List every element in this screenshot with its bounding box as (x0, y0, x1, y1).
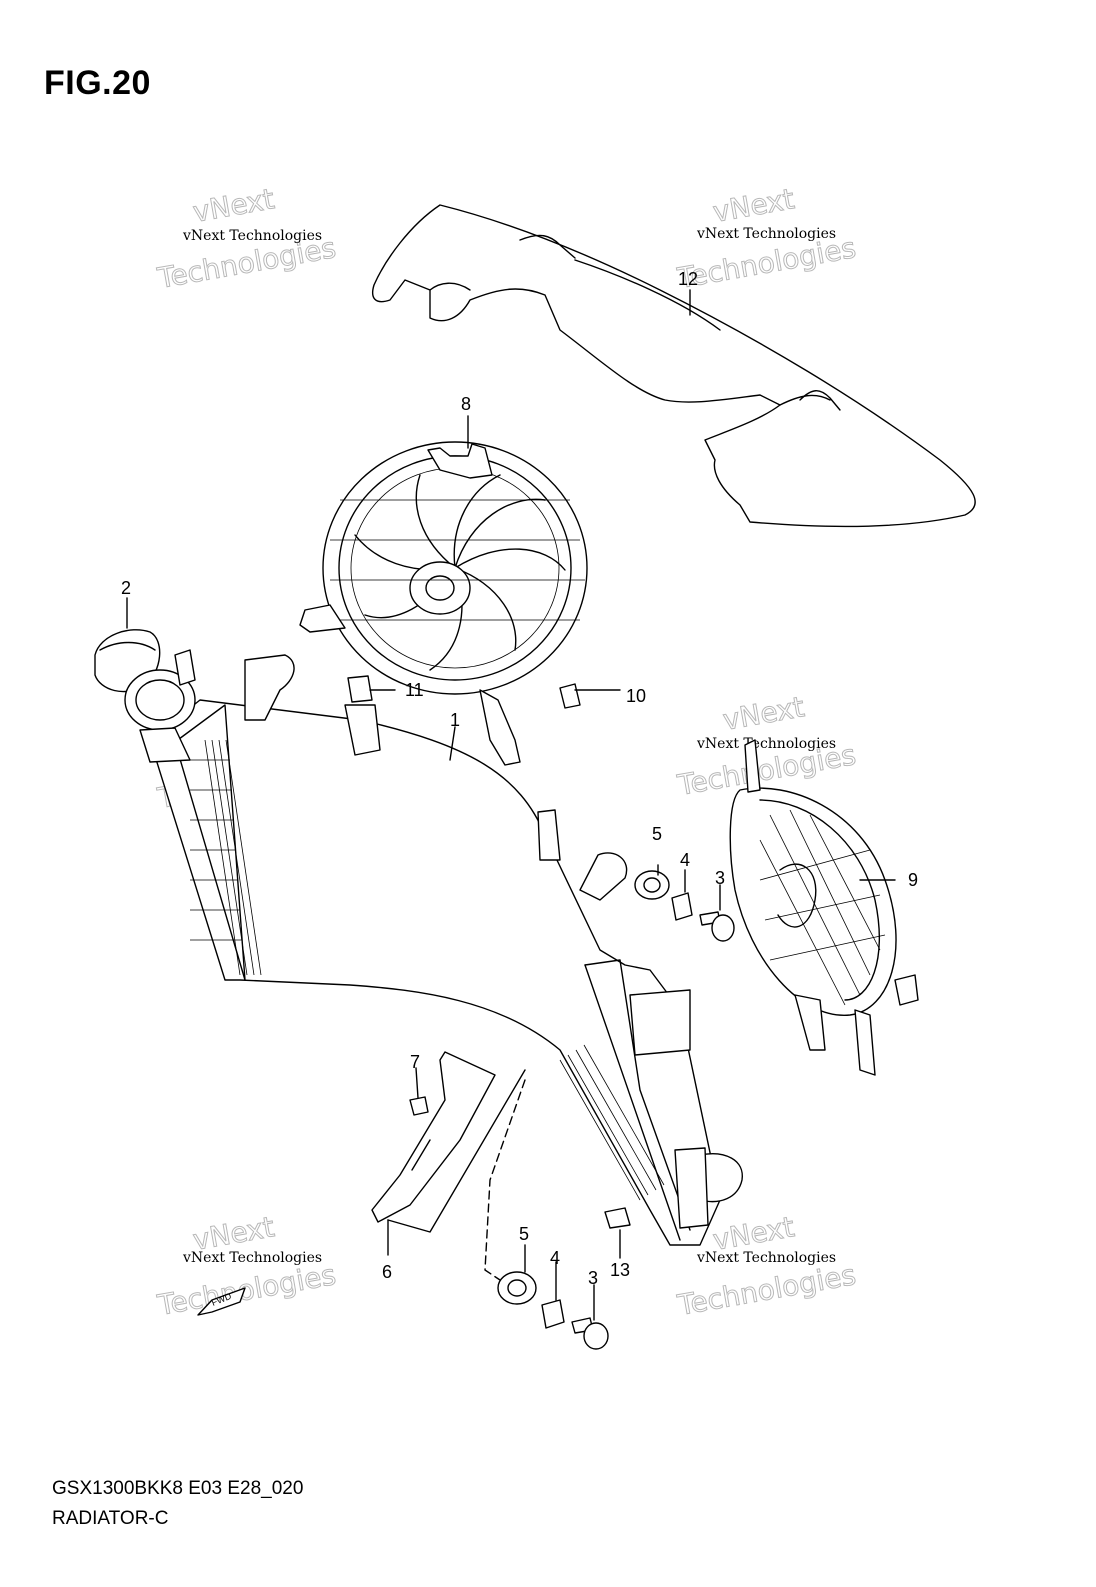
callout-1: 1 (450, 710, 460, 730)
part-9-right-fan (729, 739, 919, 1076)
callout-4a: 4 (680, 850, 690, 870)
svg-text:vNext: vNext (190, 182, 276, 229)
part-13-nut (604, 1207, 631, 1229)
callout-2: 2 (121, 578, 131, 598)
upper-mount-hardware (634, 870, 735, 942)
leader-lines (126, 289, 896, 1321)
part-6-bracket (371, 1051, 496, 1223)
part-10-bolt (559, 683, 581, 709)
callout-7: 7 (410, 1052, 420, 1072)
watermark-mid-right: vNext Technologies vNext Technologies (674, 690, 859, 803)
lower-mount-hardware (497, 1271, 609, 1350)
callout-5a: 5 (652, 824, 662, 844)
callout-labels: 1 2 3 3 4 4 5 5 6 7 8 9 10 11 12 13 (121, 269, 918, 1288)
callout-6: 6 (382, 1262, 392, 1282)
part-12-cover (372, 204, 976, 528)
figure-title: FIG.20 (44, 64, 151, 102)
model-code: GSX1300BKK8 E03 E28_020 (52, 1478, 304, 1499)
callout-10: 10 (626, 686, 646, 706)
watermark-top-left: vNext Technologies vNext Technologies (154, 182, 339, 296)
callout-12: 12 (678, 269, 698, 289)
part-2-radiator-cap (94, 629, 196, 763)
part-11-nut (347, 675, 373, 703)
callout-3a: 3 (715, 868, 725, 888)
callout-9: 9 (908, 870, 918, 890)
callout-8: 8 (461, 394, 471, 414)
callout-11: 11 (405, 680, 424, 700)
svg-text:vNext Technologies: vNext Technologies (182, 228, 322, 244)
callout-3b: 3 (588, 1268, 598, 1288)
part-7-bolt (409, 1067, 429, 1116)
callout-13: 13 (610, 1260, 630, 1280)
svg-text:vNext: vNext (720, 690, 806, 737)
svg-text:vNext Technologies: vNext Technologies (696, 1250, 836, 1266)
svg-text:vNext Technologies: vNext Technologies (182, 1250, 322, 1266)
svg-text:vNext: vNext (710, 182, 796, 229)
svg-text:vNext Technologies: vNext Technologies (696, 226, 836, 242)
assembly-name: RADIATOR-C (52, 1508, 169, 1529)
callout-4b: 4 (550, 1248, 560, 1268)
watermark-top-right: vNext Technologies vNext Technologies (674, 182, 859, 296)
svg-text:Technologies: Technologies (155, 1258, 339, 1322)
watermark-bottom-left: vNext Technologies vNext Technologies (154, 1210, 339, 1323)
callout-5b: 5 (519, 1224, 529, 1244)
svg-text:vNext Technologies: vNext Technologies (696, 736, 836, 752)
part-8-upper-fan (299, 441, 588, 766)
svg-text:Technologies: Technologies (675, 1258, 859, 1322)
